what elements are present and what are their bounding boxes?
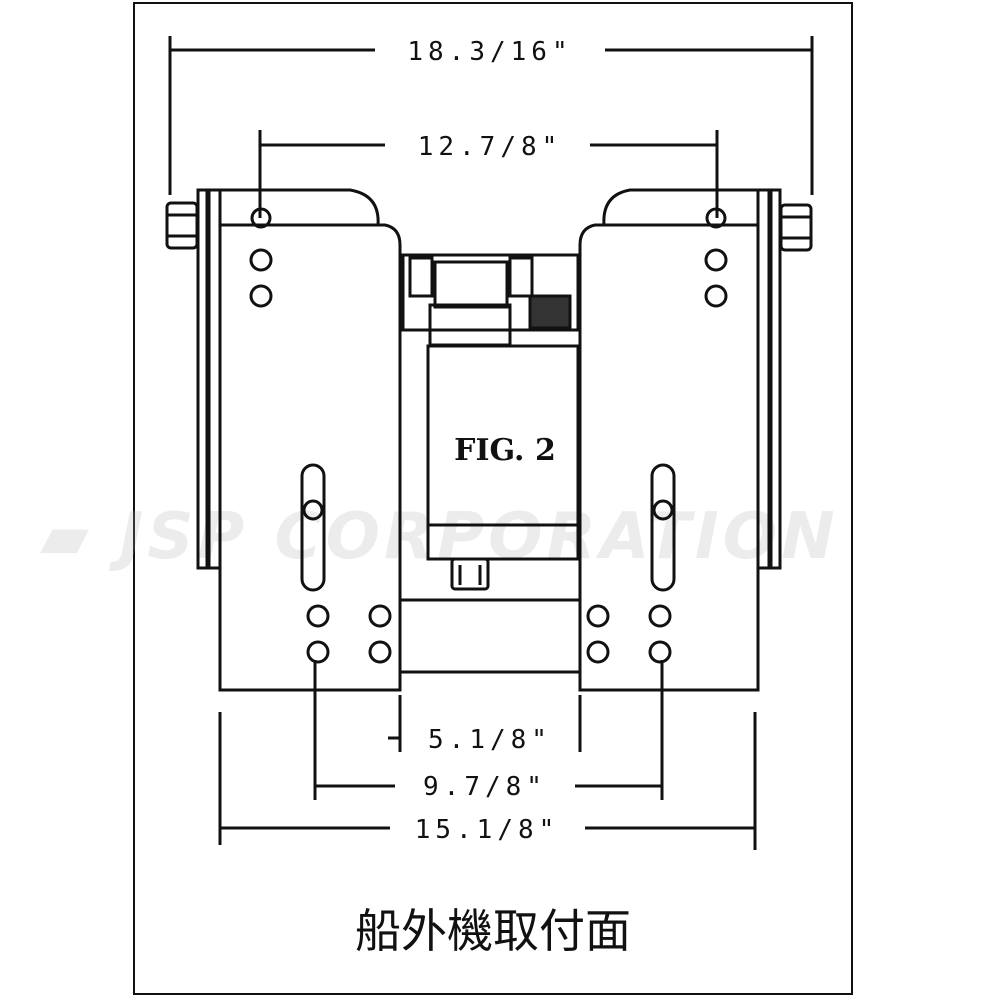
dimension-inner-gap: 5.1/8" (388, 695, 582, 755)
left-hole-5 (306, 640, 330, 664)
dimension-overall-width: 18.3/16" (168, 36, 814, 195)
dimension-mount-width: 12.7/8" (258, 130, 719, 218)
mount-width-label: 12.7/8" (418, 132, 563, 162)
watermark-text: JSP CORPORATION (119, 500, 839, 574)
right-hole-3 (586, 604, 610, 628)
overall-width-label: 18.3/16" (407, 37, 572, 67)
right-hole-5 (586, 640, 610, 664)
right-side-plate (602, 188, 782, 570)
left-hole-2 (249, 284, 273, 308)
left-side-plate (196, 188, 380, 570)
left-hole-4 (368, 604, 392, 628)
left-slot (300, 463, 326, 592)
bottom-crossbar (398, 598, 582, 674)
right-hole-4 (648, 604, 672, 628)
figure-label: FIG. 2 (454, 433, 556, 468)
right-bracket (578, 207, 760, 692)
left-bolt-head (165, 201, 199, 250)
left-hole-1 (249, 248, 273, 272)
right-top-hole (705, 207, 727, 229)
right-slot (650, 463, 676, 592)
left-bracket (218, 207, 402, 692)
base-width-label: 15.1/8" (415, 815, 560, 845)
center-actuator: FIG. 2 (401, 253, 580, 591)
dimension-hole-spacing: 9.7/8" (313, 660, 664, 802)
hole-spacing-label: 9.7/8" (423, 772, 547, 802)
left-hole-3 (306, 604, 330, 628)
motor-block (528, 294, 572, 330)
left-hole-6 (368, 640, 392, 664)
inner-gap-label: 5.1/8" (428, 725, 552, 755)
watermark-logo-icon: ▰ (40, 500, 120, 574)
dimension-base-width: 15.1/8" (218, 712, 757, 850)
caption: 船外機取付面 (355, 904, 631, 958)
right-hole-2 (704, 284, 728, 308)
left-top-hole (250, 207, 272, 229)
right-bolt-head (779, 203, 813, 252)
right-hole-6 (648, 640, 672, 664)
watermark: ▰ JSP CORPORATION (40, 500, 839, 574)
right-hole-1 (704, 248, 728, 272)
